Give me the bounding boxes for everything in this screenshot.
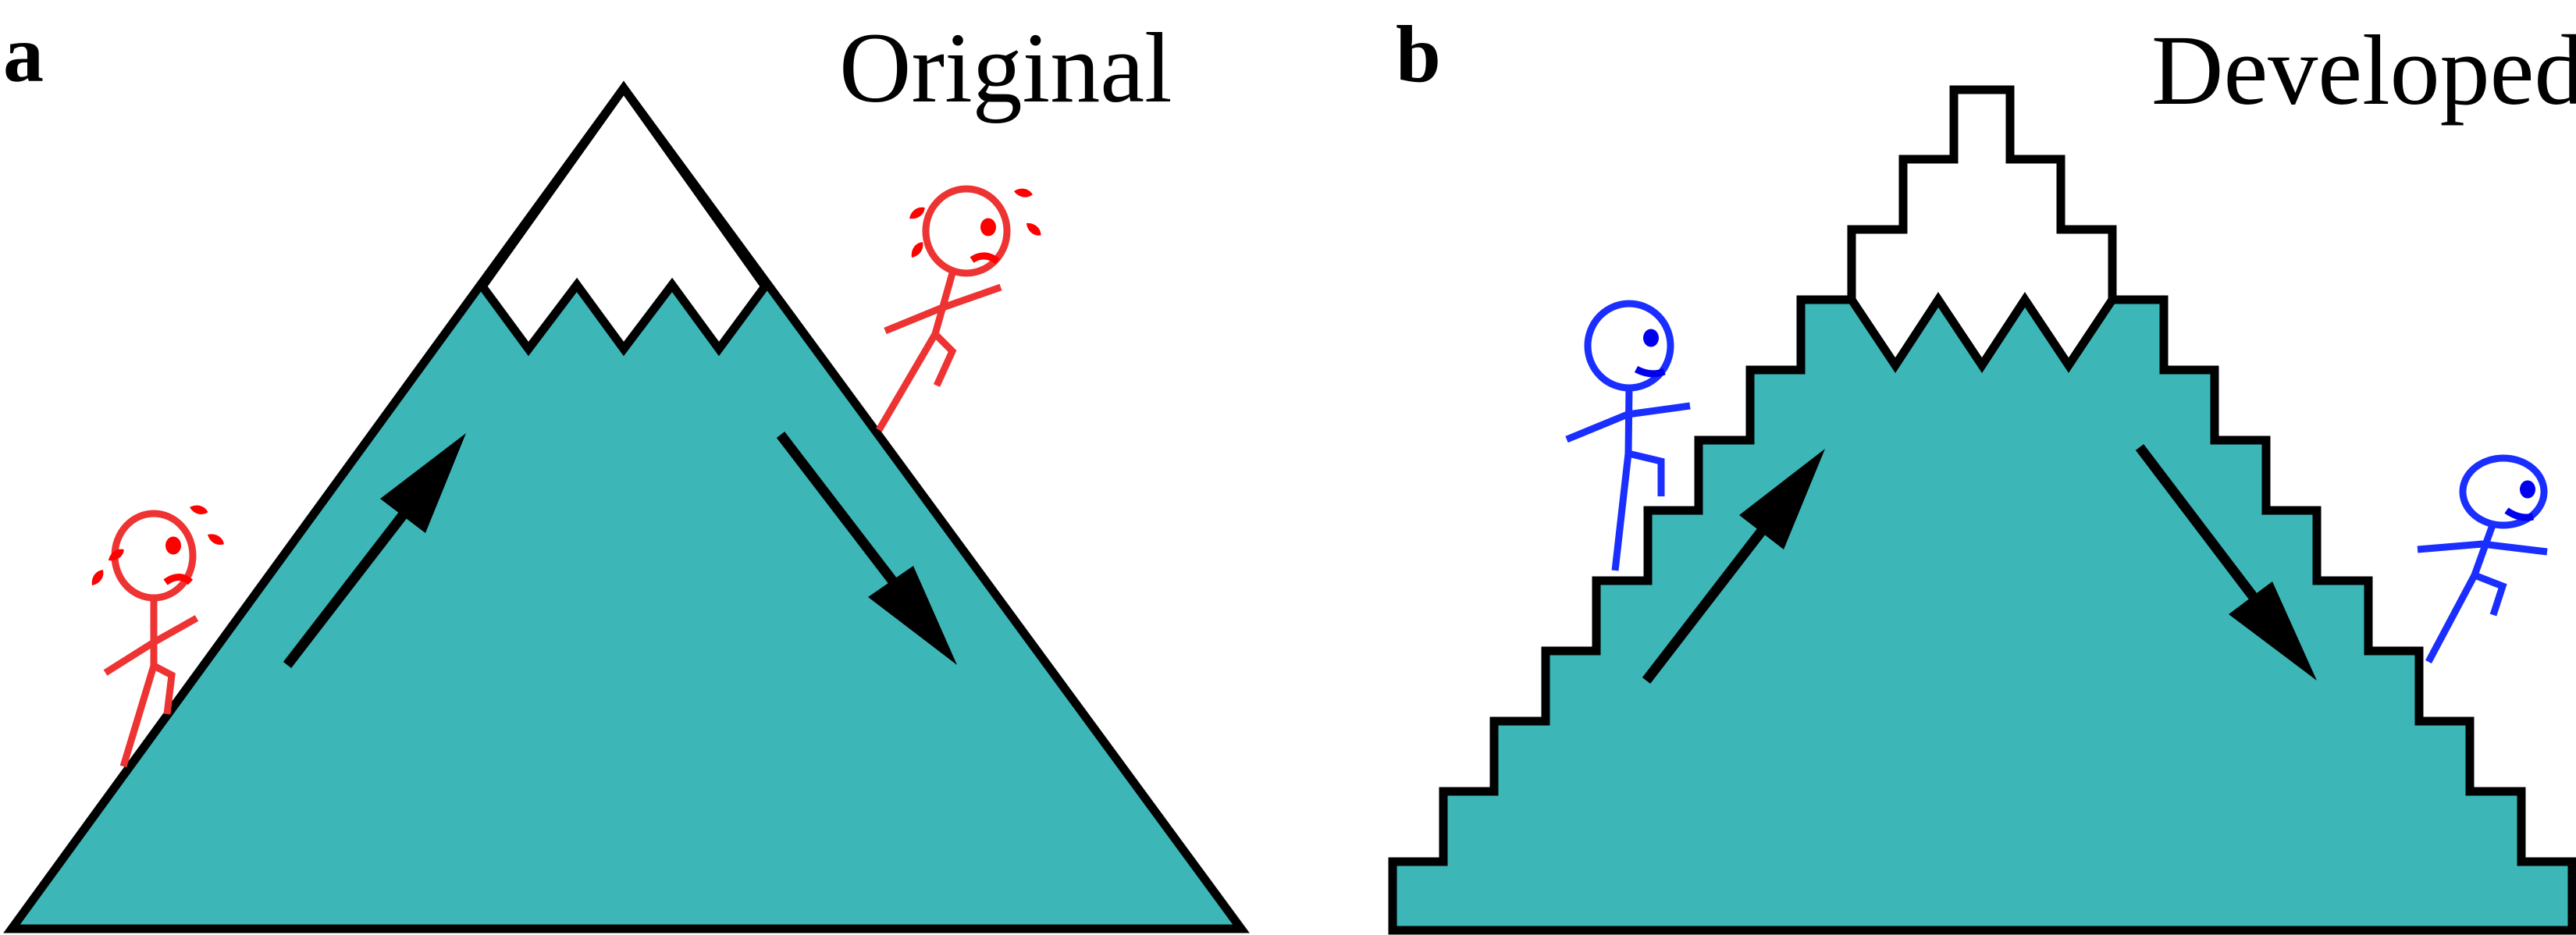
sweat-drop-icon (909, 207, 925, 219)
ascent-arrow-icon (283, 433, 466, 668)
climber-arms (2417, 540, 2548, 556)
smile-icon (1634, 365, 1666, 378)
ascent-arrow-icon (1642, 449, 1825, 684)
climber-head (1584, 300, 1674, 392)
climber-eye-icon (980, 218, 996, 236)
developed-snowcap (1847, 85, 2117, 373)
climber-arms (1565, 402, 1691, 443)
climber-torso (1624, 387, 1633, 454)
climber-head (922, 185, 1011, 277)
climber-head (2459, 454, 2548, 529)
climber-legs (119, 660, 176, 768)
frown-icon (970, 252, 1000, 265)
arrow-shaft (283, 485, 428, 668)
sweat-drop-icon (1026, 222, 1041, 236)
climber-legs (1611, 449, 1665, 571)
sweat-drop-icon (91, 570, 104, 585)
sweat-drop-icon (208, 534, 224, 545)
panel-letter-a: a (3, 9, 44, 99)
sweat-drop-icon (1014, 188, 1033, 197)
descent-arrow-icon (2135, 444, 2317, 681)
climber-head (111, 510, 197, 602)
panel-a: a Original (3, 9, 1250, 933)
climber-arms (103, 615, 199, 676)
struggling-climber-right (876, 185, 1041, 432)
sweat-drop-icon (109, 549, 124, 561)
climber-eye-icon (2520, 480, 2535, 499)
descent-arrow-icon (776, 432, 957, 665)
climber-eye-icon (1643, 329, 1659, 347)
happy-climber-left (1565, 300, 1691, 571)
climber-legs (2425, 571, 2507, 664)
panel-letter-b: b (1396, 9, 1441, 99)
panel-b: b Developed (1388, 9, 2576, 935)
climber-legs (876, 328, 957, 432)
arrow-shaft (776, 432, 919, 613)
panel-title-original: Original (839, 12, 1172, 123)
arrow-shaft (2135, 444, 2279, 628)
panel-title-developed: Developed (2151, 15, 2576, 126)
happy-climber-right (2417, 454, 2548, 664)
sweat-drop-icon (190, 505, 208, 514)
climber-arms (884, 283, 1002, 335)
climber-eye-icon (165, 536, 181, 555)
sweat-drop-icon (911, 242, 923, 258)
arrow-shaft (1642, 501, 1787, 684)
original-snowcap (477, 80, 770, 357)
climber-torso (2471, 524, 2496, 577)
struggling-climber-left (91, 505, 224, 768)
smile-icon (2504, 507, 2535, 521)
arrow-head (868, 566, 957, 665)
original-mountain (3, 80, 1250, 933)
arrow-head (2229, 581, 2317, 681)
arrow-head (1739, 449, 1825, 549)
arrow-head (380, 433, 466, 533)
frown-icon (163, 574, 194, 585)
